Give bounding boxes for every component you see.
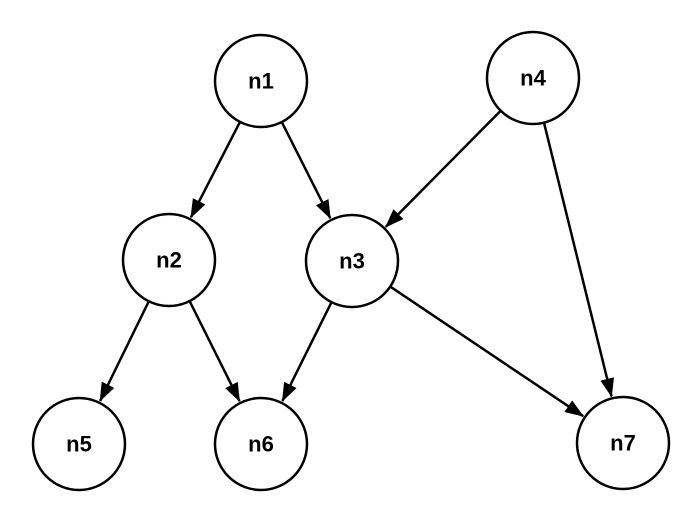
node-label-n2: n2 xyxy=(156,248,182,273)
edges-layer xyxy=(98,109,614,418)
node-n5: n5 xyxy=(31,396,127,492)
node-circle-n4 xyxy=(485,30,581,126)
node-n1: n1 xyxy=(213,33,309,129)
node-n3: n3 xyxy=(304,213,400,309)
node-circle-n7 xyxy=(575,395,671,491)
edge-n4-n3 xyxy=(384,109,502,228)
node-circle-n1 xyxy=(213,33,309,129)
edge-n2-n5 xyxy=(98,300,150,402)
edge-n1-n3 xyxy=(280,121,332,220)
edge-n2-n6 xyxy=(188,300,241,402)
node-n2: n2 xyxy=(121,212,217,308)
node-label-n6: n6 xyxy=(248,432,274,457)
node-label-n7: n7 xyxy=(610,431,636,456)
node-n7: n7 xyxy=(575,395,671,491)
node-n4: n4 xyxy=(485,30,581,126)
node-label-n1: n1 xyxy=(248,69,274,94)
node-circle-n5 xyxy=(31,396,127,492)
node-label-n4: n4 xyxy=(520,66,546,91)
node-circle-n6 xyxy=(213,396,309,492)
edge-n1-n2 xyxy=(189,121,242,219)
node-n6: n6 xyxy=(213,396,309,492)
node-label-n3: n3 xyxy=(339,249,365,274)
node-circle-n2 xyxy=(121,212,217,308)
edge-n4-n7 xyxy=(542,122,614,398)
node-circle-n3 xyxy=(304,213,400,309)
edge-n3-n6 xyxy=(281,301,333,402)
node-label-n5: n5 xyxy=(66,432,92,457)
edge-n3-n7 xyxy=(389,285,585,418)
nodes-layer: n1 n2 n3 n4 n5 n6 n7 xyxy=(31,30,671,492)
